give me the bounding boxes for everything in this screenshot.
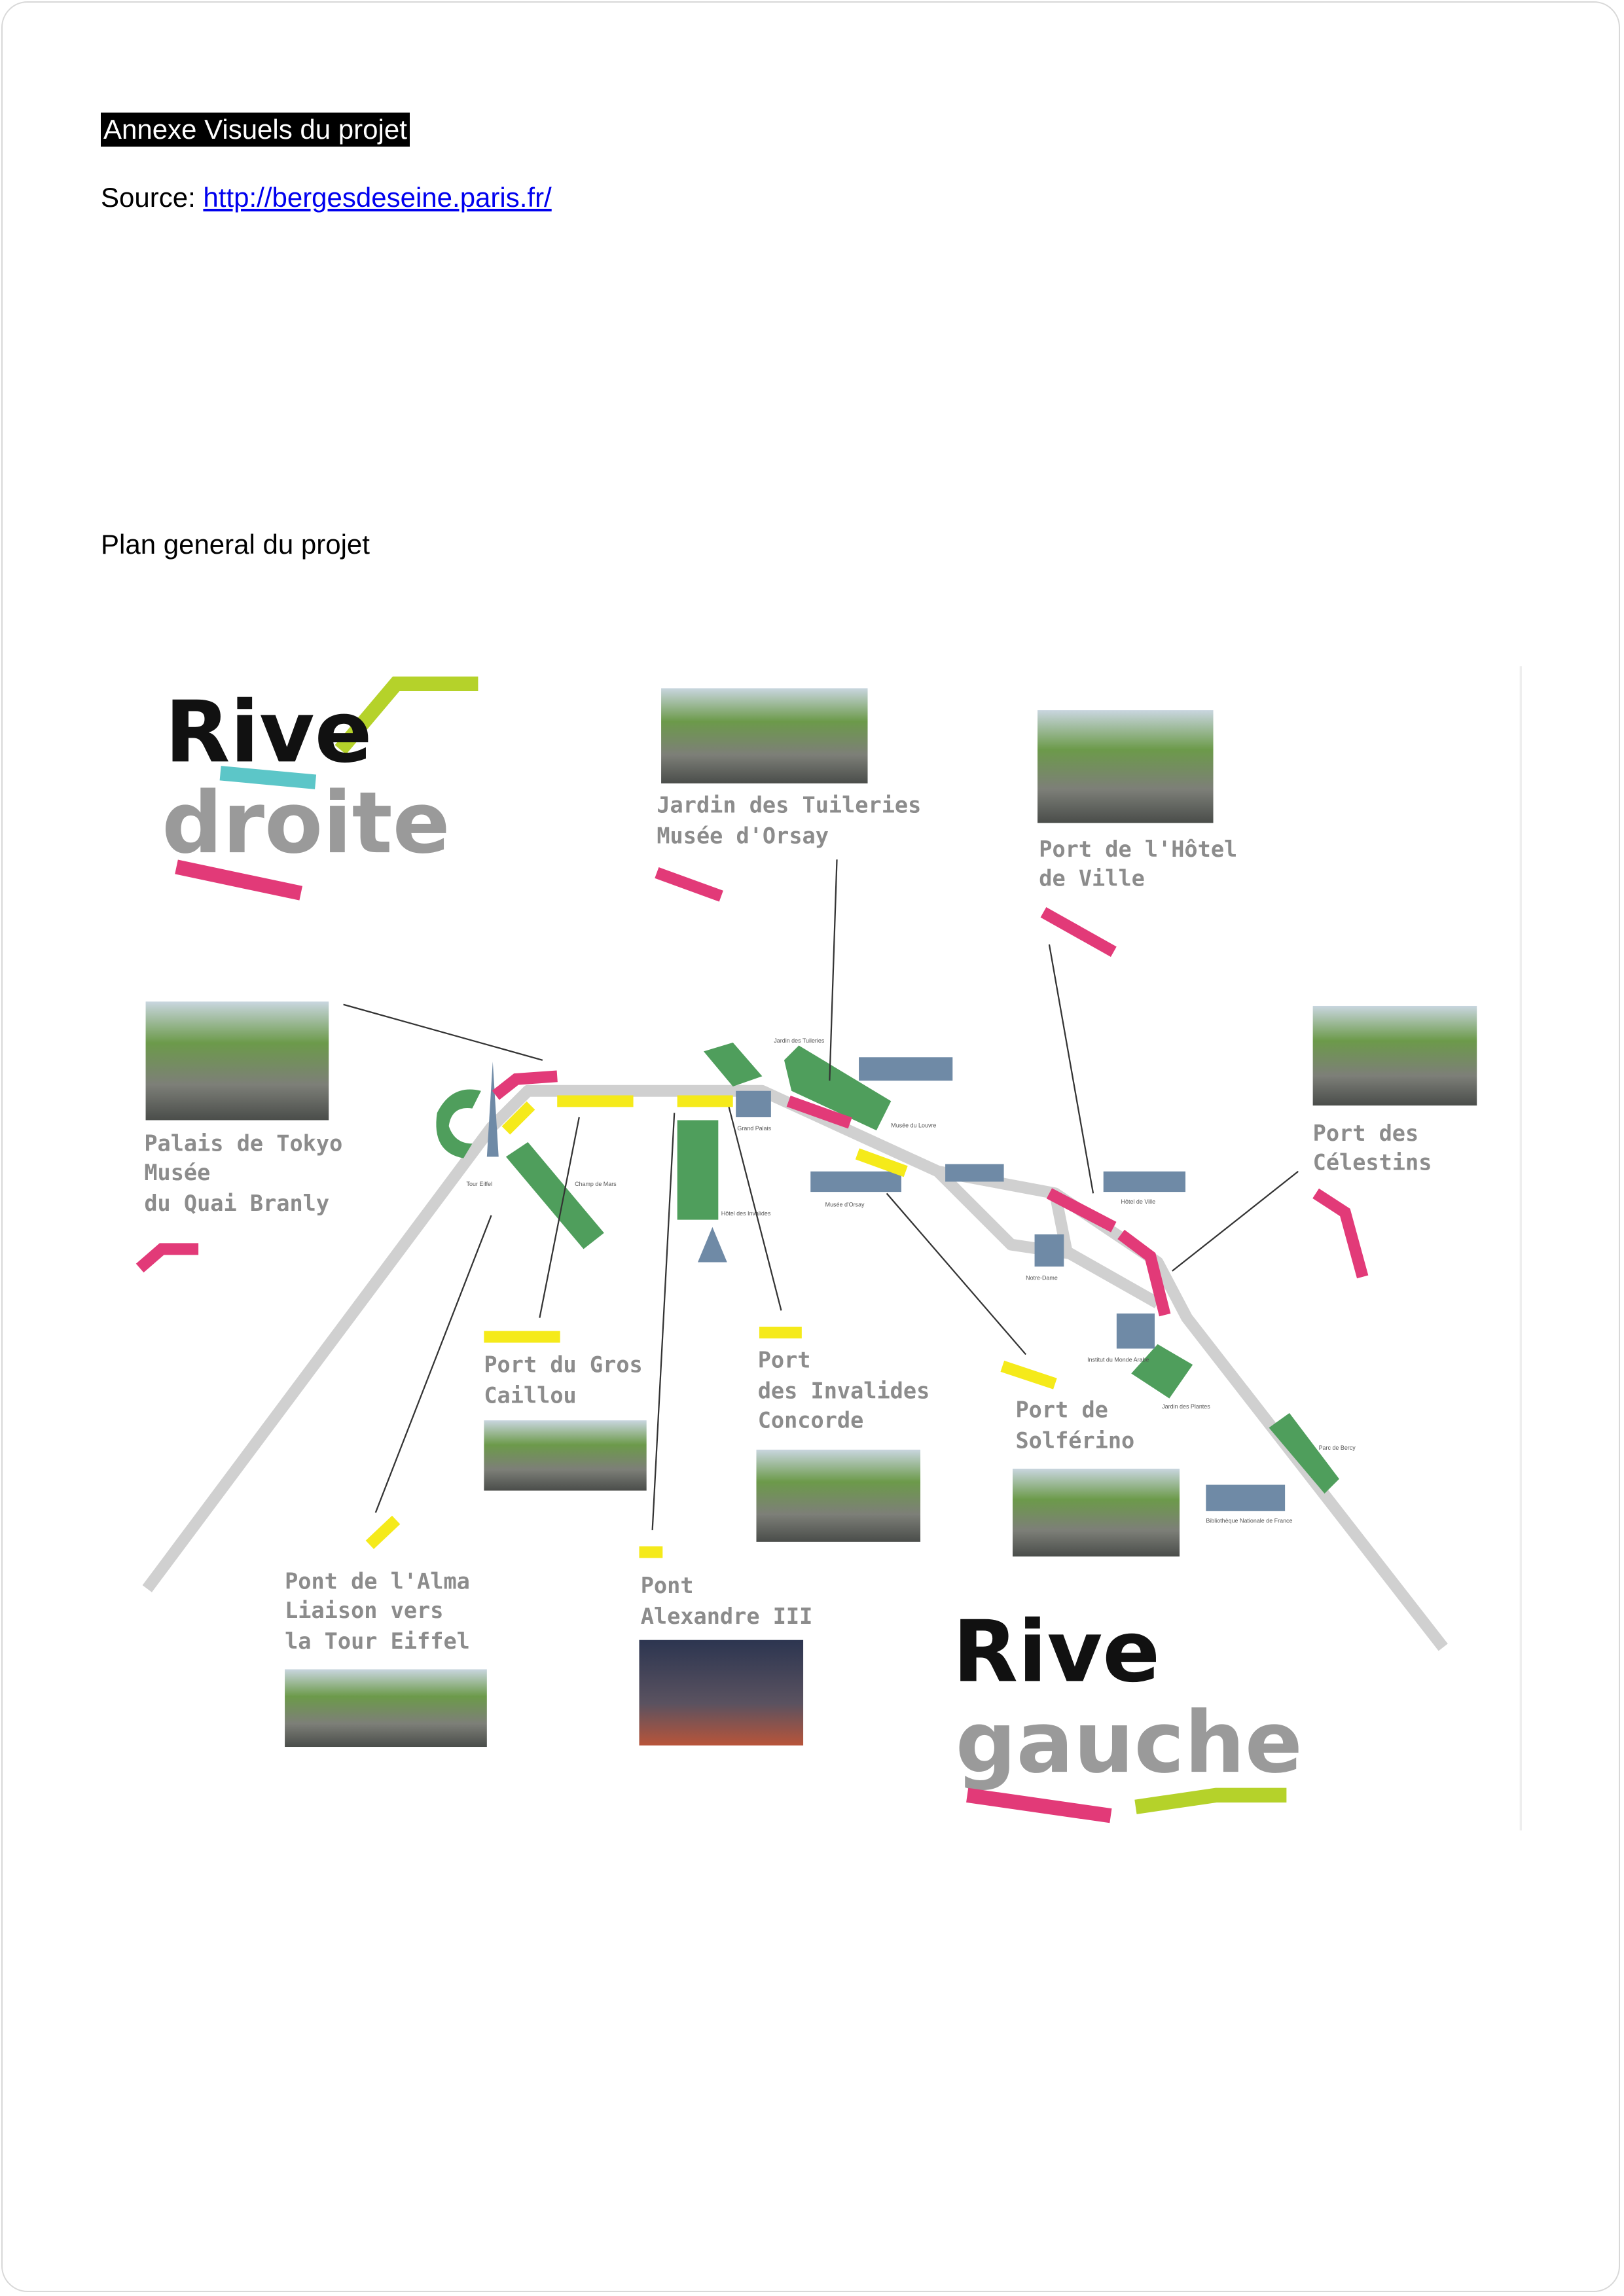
map-label: Port de l'Hôtel (1039, 836, 1237, 862)
map-label: Musée d'Orsay (657, 823, 829, 849)
landmark-label: Hôtel de Ville (1121, 1198, 1156, 1205)
park-bercy (1269, 1412, 1339, 1494)
map-label: de Ville (1039, 866, 1145, 891)
map-label: la Tour Eiffel (285, 1628, 470, 1654)
landmark-label: Bibliothèque Nationale de France (1206, 1518, 1292, 1524)
source-link[interactable]: http://bergesdeseine.paris.fr/ (203, 182, 552, 213)
map-label: des Invalides (758, 1378, 930, 1404)
map-label: Liaison vers (285, 1598, 443, 1623)
site-photos (145, 688, 1477, 1748)
map-label: Port du Gros (484, 1352, 642, 1377)
rive-gauche-logo: Rive gauche (952, 1602, 1303, 1823)
annex-heading: Annexe Visuels du projet (101, 113, 410, 147)
map-label: Célestins (1313, 1150, 1432, 1175)
map-label: Jardin des Tuileries (657, 793, 921, 818)
landmark-label: Musée du Louvre (891, 1122, 936, 1129)
map-label: Port de (1015, 1397, 1108, 1423)
source-label: Source: (101, 182, 204, 213)
leader-lines (343, 859, 1299, 1530)
landmark-label: Champ de Mars (575, 1181, 617, 1187)
landmark-label: Institut du Monde Arabe (1087, 1357, 1149, 1363)
park-invalides (677, 1120, 719, 1220)
map-label: Concorde (758, 1407, 864, 1433)
invalides-dome-icon (697, 1227, 727, 1263)
map-label: Solférino (1015, 1428, 1134, 1454)
eiffel-tower-icon (486, 1062, 499, 1157)
photo-alma (285, 1669, 487, 1748)
map-label: Musée (144, 1160, 210, 1185)
hotel-de-ville-icon (1103, 1171, 1185, 1193)
map-label: Alexandre III (641, 1604, 813, 1629)
park-trocadero (436, 1089, 481, 1158)
pink-segments (135, 867, 1369, 1317)
orsay-building-icon (810, 1171, 901, 1193)
landmark-label: Tour Eiffel (467, 1181, 493, 1187)
bnf-icon (1206, 1484, 1286, 1511)
building-silhouettes (486, 1057, 1286, 1511)
site-labels: Jardin des Tuileries Musée d'Orsay Port … (144, 793, 1432, 1654)
logo-rive-word: Rive (165, 683, 372, 781)
map-label: Pont de l'Alma (285, 1568, 470, 1594)
map-label: Port (758, 1348, 811, 1373)
rive-droite-logo: Rive droite (162, 676, 478, 901)
park-jardin-des-plantes (1131, 1344, 1193, 1399)
photo-tuileries (661, 688, 868, 783)
logo-rive-word: Rive (952, 1602, 1160, 1701)
photo-gros-caillou (484, 1420, 647, 1491)
park-shapes (436, 1042, 1339, 1494)
photo-hotel-de-ville (1038, 710, 1214, 823)
logo-gauche-word: gauche (956, 1693, 1303, 1792)
landmark-label: Jardin des Tuileries (774, 1037, 825, 1044)
source-line: Source: http://bergesdeseine.paris.fr/ (101, 182, 552, 213)
logo-droite-word: droite (162, 774, 450, 872)
section-title: Plan general du projet (101, 529, 370, 560)
institut-monde-arabe-icon (1116, 1313, 1155, 1349)
photo-invalides (756, 1449, 921, 1542)
landmark-label: Musée d'Orsay (825, 1201, 865, 1208)
yellow-segments (365, 1095, 1057, 1558)
louvre-building-icon (859, 1057, 953, 1081)
photo-solferino (1013, 1468, 1180, 1557)
park-tuileries-west (703, 1042, 763, 1087)
map-label: Palais de Tokyo (144, 1130, 342, 1156)
photo-alexandre-iii (639, 1640, 804, 1746)
landmark-label: Notre-Dame (1026, 1274, 1058, 1281)
map-label: Pont (641, 1573, 694, 1598)
park-champ-de-mars (505, 1142, 604, 1249)
map-label: Caillou (484, 1382, 576, 1408)
landmark-label: Hôtel des Invalides (721, 1210, 771, 1217)
landmark-label: Parc de Bercy (1319, 1444, 1356, 1451)
landmark-labels: Tour Eiffel Champ de Mars Jardin des Tui… (467, 1037, 1356, 1524)
grand-palais-icon (736, 1090, 771, 1118)
photo-palais-de-tokyo (145, 1001, 329, 1121)
photo-celestins (1312, 1005, 1477, 1106)
notre-dame-icon (1034, 1234, 1064, 1267)
building-icon (945, 1164, 1004, 1182)
landmark-label: Jardin des Plantes (1162, 1403, 1210, 1410)
park-tuileries (784, 1045, 892, 1131)
map-label: Port des (1313, 1121, 1419, 1146)
landmark-label: Grand Palais (737, 1125, 771, 1132)
map-label: du Quai Branly (144, 1191, 329, 1216)
